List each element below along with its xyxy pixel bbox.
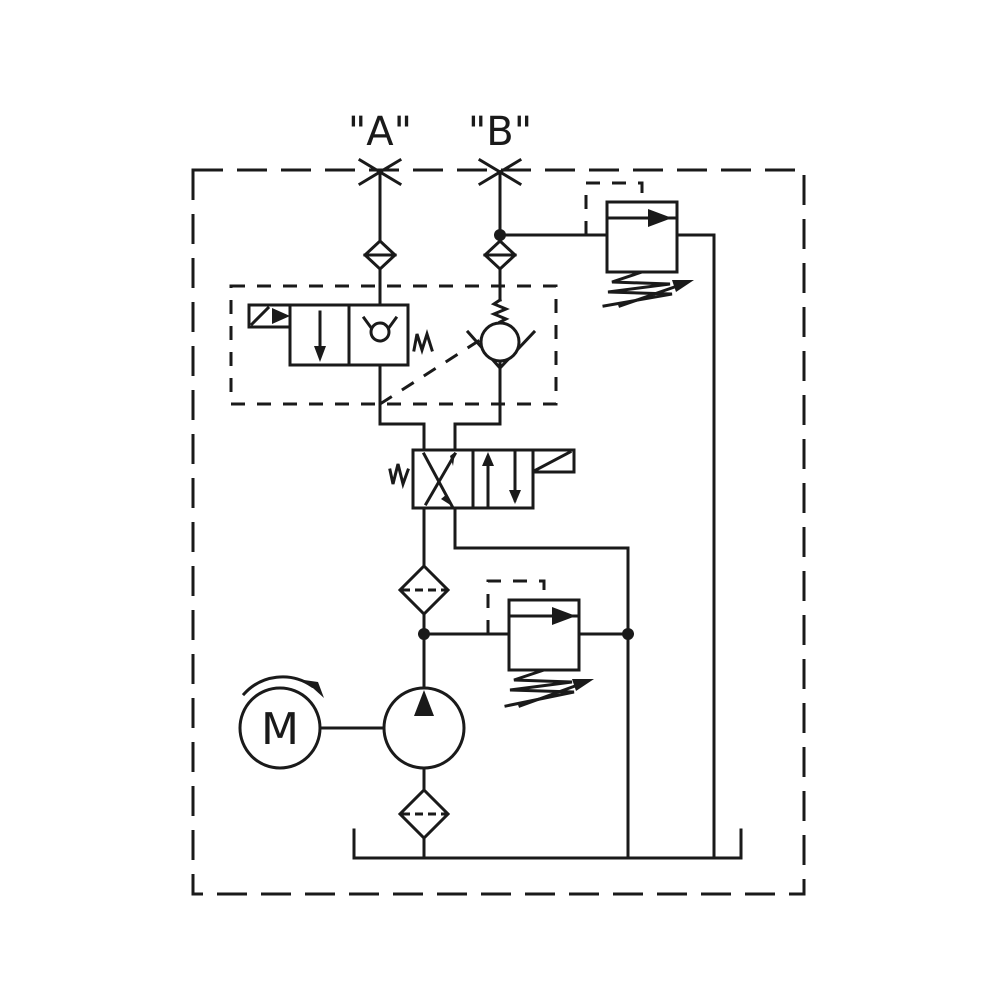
junction-pressure — [418, 628, 430, 640]
pressure-filter — [397, 563, 451, 617]
pilot-line — [379, 338, 481, 406]
quick-coupling-a — [362, 238, 398, 272]
port-b-label: "B" — [468, 109, 532, 155]
return-line — [453, 506, 630, 860]
port-a-label: "A" — [348, 109, 412, 155]
top-relief-line — [498, 233, 716, 860]
suction-filter — [397, 787, 451, 860]
main-relief-valve — [486, 579, 594, 708]
quick-coupling-b — [482, 238, 518, 272]
outer-enclosure — [191, 168, 806, 896]
line-b — [453, 170, 502, 451]
directional-control-valve — [388, 448, 576, 510]
line-a — [378, 170, 426, 451]
reservoir — [352, 828, 743, 860]
pilot-check-valve-b — [465, 297, 537, 371]
motor-label: M — [261, 704, 299, 755]
electric-motor: M — [238, 675, 386, 770]
check-valve-enclosure — [229, 284, 558, 406]
pilot-solenoid-valve — [247, 303, 434, 367]
top-relief-valve — [584, 181, 694, 308]
pressure-line — [422, 506, 630, 690]
hydraulic-pump — [382, 686, 466, 792]
